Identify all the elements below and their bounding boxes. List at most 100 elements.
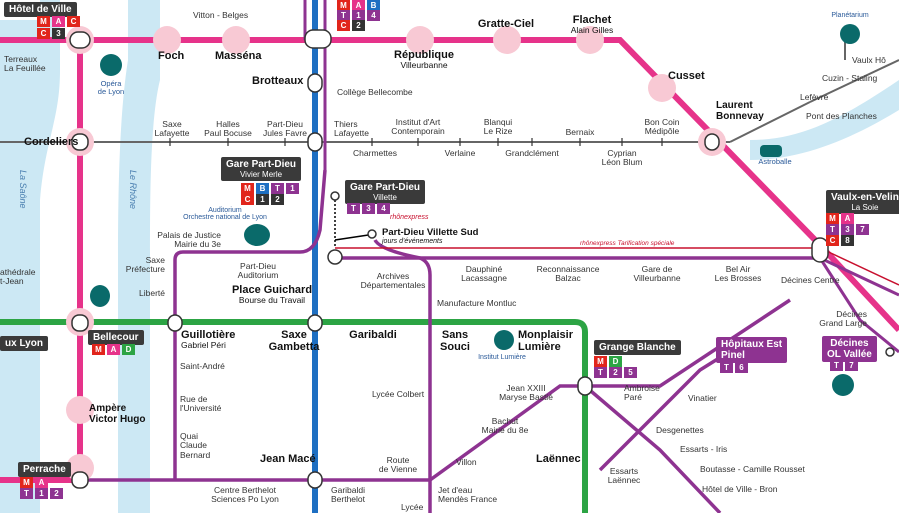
station-verlaine[interactable]: Verlaine [444,148,476,158]
vaulx-lines-3: C 8 [826,235,854,246]
line-badge: A [35,477,48,488]
station-jean-xxiii[interactable]: Jean XXIII Maryse Bastié [499,383,553,403]
saone-label: La Saône [18,170,28,209]
station-part-dieu-aud[interactable]: Part-Dieu Auditorium [237,261,279,281]
station-garibaldi-berthelot[interactable]: Garibaldi Berthelot [330,485,366,505]
pd-villette-sud-label: Part-Dieu Villette Sud [382,227,479,238]
vieux-lyon-box[interactable]: ux Lyon [0,336,48,351]
station-palais-justice[interactable]: Palais de Justice Mairie du 3e [157,230,221,250]
station-dauphine[interactable]: Dauphiné Lacassagne [461,264,507,284]
station-saxe-lafayette[interactable]: Saxe Lafayette [154,119,190,139]
station-ambroise-pare[interactable]: Ambroise Paré [624,383,660,403]
station-halles[interactable]: Halles Paul Bocuse [204,119,252,139]
station-villon[interactable]: Villon [456,457,477,467]
station-ampere[interactable]: Ampère Victor Hugo [89,403,146,425]
station-lefevre[interactable]: Lefèvre [800,92,829,102]
guillotiere-sub: Gabriel Péri [181,340,226,351]
station-blanqui[interactable]: Blanqui Le Rize [483,117,513,137]
station-gratte-ciel[interactable]: Gratte-Ciel [477,18,535,30]
station-part-dieu-jf[interactable]: Part-Dieu Jules Favre [263,119,307,139]
station-jet-deau[interactable]: Jet d'eau Mendès France [438,485,498,505]
station-boutasse[interactable]: Boutasse - Camille Rousset [700,464,805,474]
station-cordeliers[interactable]: Cordeliers [24,136,79,148]
station-college[interactable]: Collège Bellecombe [337,87,413,97]
station-bel-air[interactable]: Bel Air Les Brosses [714,264,762,284]
planetarium-icon [840,24,860,44]
station-grandclement[interactable]: Grandclément [505,148,559,158]
station-massena[interactable]: Masséna [215,50,262,62]
station-lycee[interactable]: Lycée [401,502,424,512]
station-jean-mace[interactable]: Jean Macé [260,453,316,465]
auditorium-label: Auditorium Orchestre national de Lyon [183,207,267,221]
line-badge: T [271,183,284,194]
station-saxe-gambetta[interactable]: Saxe Gambetta [268,329,320,354]
station-sans-souci[interactable]: Sans Souci [440,329,470,354]
station-saxe-prefecture[interactable]: Saxe Préfecture [125,255,165,275]
station-route-vienne[interactable]: Route de Vienne [378,455,418,475]
station-foch[interactable]: Foch [158,50,185,62]
station-bachut[interactable]: Bachut Mairie du 8e [481,416,529,436]
line-badge: 7 [856,224,869,235]
station-charmettes[interactable]: Charmettes [353,148,397,158]
rhone-river-east [750,80,899,160]
station-laurent-bonnevay[interactable]: Laurent Bonnevay [716,100,764,122]
decines-ol-lines: T 7 [830,360,858,371]
line-badge: 4 [367,10,380,21]
station-brotteaux[interactable]: Brotteaux [252,75,304,87]
vaulx-lines-2: T 3 7 [826,224,869,235]
republique-sub: Villeurbanne [400,60,448,71]
station-reconnaissance[interactable]: Reconnaissance Balzac [536,264,600,284]
station-bon-coin[interactable]: Bon Coin Médipôle [644,117,680,137]
station-essarts-iris[interactable]: Essarts - Iris [680,444,728,454]
gare-pd-villette-sub: Villette [373,193,397,202]
station-quai-claude-bernard[interactable]: Quai Claude Bernard [180,431,211,460]
station-lycee-colbert[interactable]: Lycée Colbert [372,389,425,399]
station-rue-universite[interactable]: Rue de l'Université [180,394,222,414]
station-laennec[interactable]: Laënnec [536,453,581,465]
bellecour-box[interactable]: Bellecour [88,330,144,345]
station-vaulx-hotel[interactable]: Vaulx Hô [852,55,886,65]
line-badge: T [347,203,360,214]
decines-ol-box[interactable]: Décines OL Vallée [822,336,877,362]
station-cyprian[interactable]: Cyprian Léon Blum [601,148,643,168]
hotel-de-ville-box[interactable]: Hôtel de Ville [4,2,77,17]
station-centre-berthelot[interactable]: Centre Berthelot Sciences Po Lyon [211,485,279,505]
station-gare-villeurbanne[interactable]: Gare de Villeurbanne [633,264,681,284]
station-liberte[interactable]: Liberté [139,288,165,298]
hopitaux-est-box[interactable]: Hôpitaux Est Pinel [716,337,788,363]
station-bernaix[interactable]: Bernaix [565,127,595,137]
line-badge: 1 [286,183,299,194]
station-cusset[interactable]: Cusset [668,70,705,82]
station-manufacture[interactable]: Manufacture Montluc [437,298,517,308]
station-decines-grand-large[interactable]: Décines Grand Large [819,309,867,329]
station-vinatier[interactable]: Vinatier [688,393,717,403]
station-cuzin[interactable]: Cuzin - Staling [822,73,878,83]
perrache-box[interactable]: Perrache [18,462,71,477]
station-desgenettes[interactable]: Desgenettes [656,425,704,435]
station-saint-andre[interactable]: Saint-André [180,361,225,371]
station-vitton[interactable]: Vitton - Belges [193,10,249,20]
republique-label: République [394,49,454,61]
station-thiers[interactable]: Thiers Lafayette [334,119,369,139]
station-essarts-laennec[interactable]: Essarts Laënnec [607,466,641,486]
station-monplaisir[interactable]: Monplaisir Lumière [518,329,574,354]
station-terreaux[interactable]: Terreaux La Feuillée [4,54,46,74]
station-institut-art[interactable]: Institut d'Art Contemporain [391,117,445,137]
station-cathedrale[interactable]: athédrale t-Jean [0,267,36,287]
station-pont-planches[interactable]: Pont des Planches [806,111,877,121]
station-garibaldi[interactable]: Garibaldi [349,329,397,341]
grange-blanche-box[interactable]: Grange Blanche [594,340,681,355]
line-badge: M [20,477,33,488]
line-badge: M [594,356,607,367]
station-archives[interactable]: Archives Départementales [360,271,426,291]
station-hotel-ville-bron[interactable]: Hôtel de Ville - Bron [702,484,778,494]
station-decines-centre[interactable]: Décines Centre [781,275,840,285]
